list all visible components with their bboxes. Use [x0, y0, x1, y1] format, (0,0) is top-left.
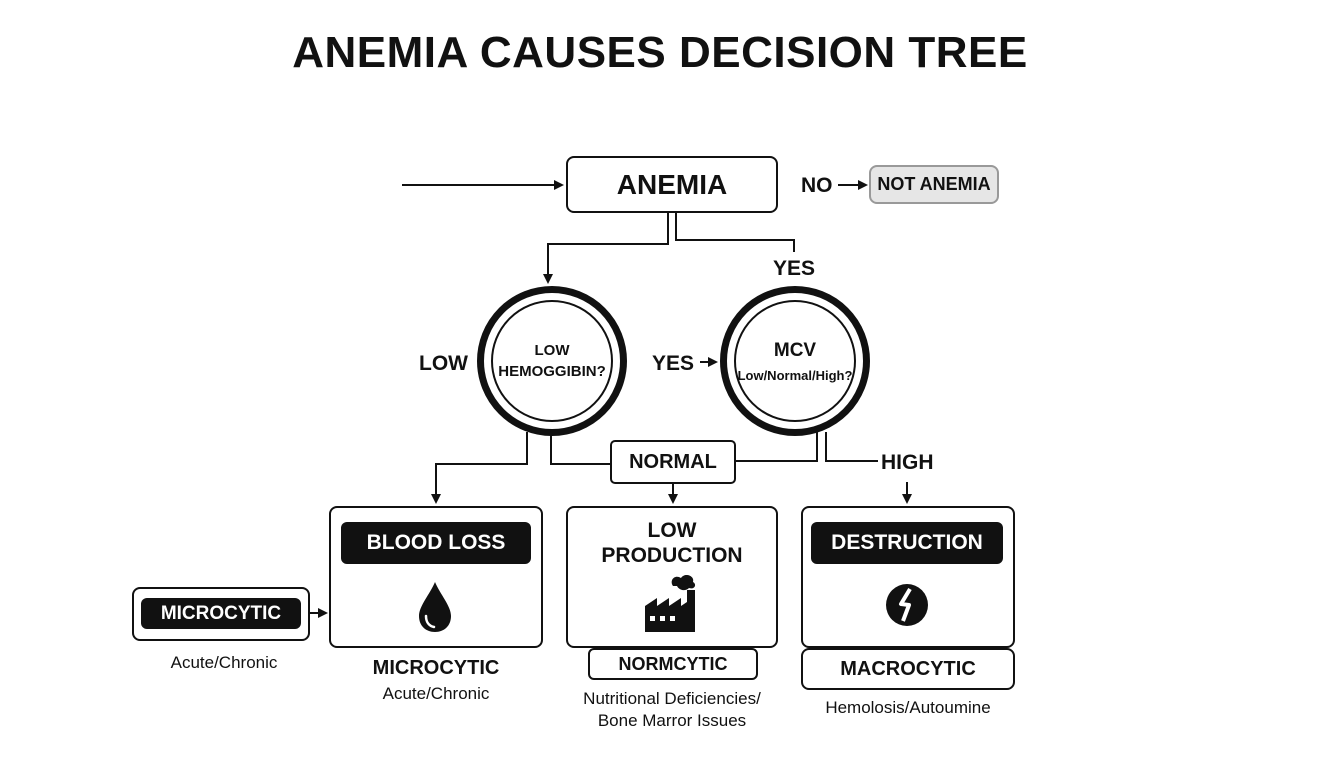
- low-side-label: LOW: [419, 352, 468, 375]
- normocytic-label: NORMCYTIC: [618, 653, 728, 674]
- destruction-title: DESTRUCTION: [811, 522, 1003, 564]
- high-label: HIGH: [881, 451, 934, 474]
- anemia-to-yes-connector: [675, 213, 795, 252]
- hb-to-normal-connector: [550, 432, 610, 465]
- normocytic-node: NORMCYTIC: [588, 648, 758, 680]
- factory-icon: [645, 575, 696, 632]
- low-hemoglobin-node: LOW HEMOGGIBIN?: [477, 286, 627, 436]
- normal-label: NORMAL: [629, 450, 717, 473]
- low-production-title-line2: PRODUCTION: [601, 544, 743, 567]
- hb-to-bloodloss-connector: [431, 432, 528, 504]
- mcv-line2: Low/Normal/High?: [737, 367, 853, 383]
- yes-mid-label: YES: [652, 352, 695, 375]
- low-production-title-line1: LOW: [647, 519, 697, 542]
- blood-loss-type: MICROCYTIC: [372, 657, 500, 679]
- mcv-to-normal-connector: [736, 432, 818, 462]
- destruction-sub: Hemolosis/Autoumine: [825, 698, 991, 717]
- low-production-sub-line1: Nutritional Deficiencies/: [583, 689, 761, 708]
- mcv-to-high-connector: [825, 432, 878, 462]
- anemia-to-hb-connector: [543, 213, 669, 284]
- blood-loss-title: BLOOD LOSS: [341, 522, 531, 564]
- anemia-node: ANEMIA: [566, 156, 778, 213]
- mcv-node: MCV Low/Normal/High?: [720, 286, 870, 436]
- not-anemia-label: NOT ANEMIA: [877, 174, 991, 194]
- broken-cell-icon: [886, 584, 928, 626]
- low-hemoglobin-inner: LOW HEMOGGIBIN?: [491, 300, 613, 422]
- side-microcytic-label: MICROCYTIC: [141, 598, 301, 629]
- macrocytic-node: MACROCYTIC: [801, 648, 1015, 690]
- blood-loss-sub: Acute/Chronic: [382, 684, 490, 703]
- diagram-title: ANEMIA CAUSES DECISION TREE: [292, 28, 1028, 77]
- normal-node: NORMAL: [610, 440, 736, 484]
- mcv-inner: MCV Low/Normal/High?: [734, 300, 856, 422]
- yes-top-label: YES: [773, 257, 816, 280]
- anemia-label: ANEMIA: [616, 168, 728, 200]
- side-microcytic-sub: Acute/Chronic: [170, 653, 278, 672]
- blood-drop-icon: [419, 582, 451, 632]
- macrocytic-label: MACROCYTIC: [840, 657, 976, 680]
- not-anemia-node: NOT ANEMIA: [869, 165, 999, 204]
- low-production-sub-line2: Bone Marror Issues: [597, 711, 747, 730]
- no-label: NO: [801, 174, 833, 197]
- mcv-line1: MCV: [773, 339, 817, 361]
- low-hemoglobin-line1: LOW: [534, 342, 570, 359]
- low-hemoglobin-line2: HEMOGGIBIN?: [498, 363, 606, 380]
